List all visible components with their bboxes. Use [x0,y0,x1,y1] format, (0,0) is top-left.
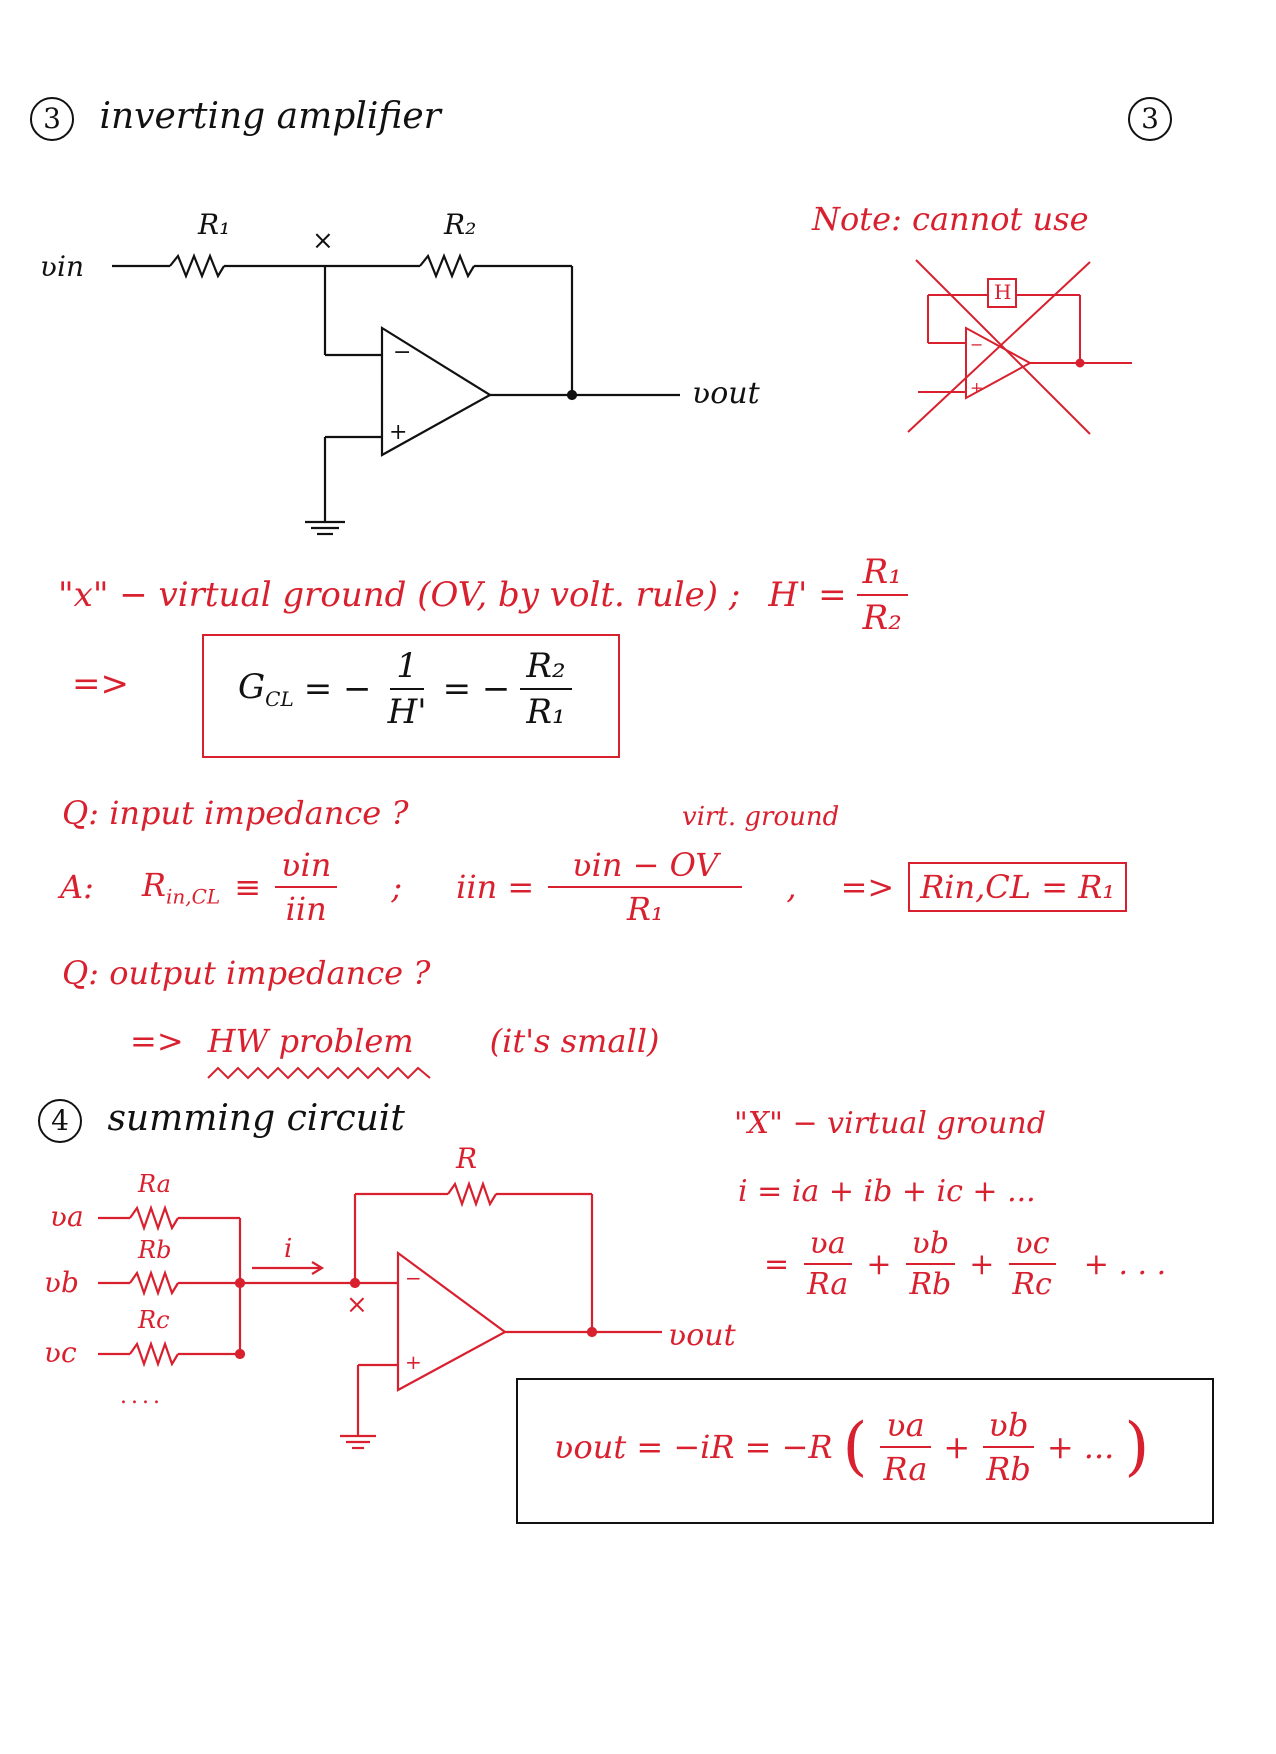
summing-circuit-schematic [98,1180,662,1450]
input-impedance-question: Q: input impedance ? [62,794,409,832]
resistor-r1 [169,253,225,279]
note-text: Note: cannot use [812,200,1089,238]
gain-frac1: 1 H' [387,646,427,732]
section-4-badge: 4 [38,1099,82,1143]
gain-formula: GCL = − 1 H' = − R₂ R₁ [238,646,572,732]
sum-tail: + . . . [1083,1246,1167,1282]
gain-result-box: GCL = − 1 H' = − R₂ R₁ [202,634,620,758]
hw-underline-squiggle [207,1066,431,1080]
h-prime-label: H' = [768,575,847,615]
sum-plus-2: + [969,1246,995,1282]
sum-eq-sign: = [764,1246,790,1282]
label-more-inputs: .... [120,1384,164,1409]
virtual-ground-text: "x" − virtual ground (OV, by volt. rule)… [58,575,741,615]
implies-arrow: => [840,868,895,906]
rin-result-box: Rin,CL = R₁ [908,862,1128,912]
note-schematic-crossed [907,259,1132,435]
gain-symbol: GCL [238,667,294,711]
label-vb: ʋb [44,1266,79,1299]
comma: , [786,868,797,906]
iin-fraction: ʋin − OV R₁ [548,846,743,928]
page-number: 3 [1128,96,1172,141]
sum-plus-1: + [866,1246,892,1282]
h-prime-den: R₂ [862,598,902,638]
label-vin: ʋin [40,250,85,283]
its-small-note: (it's small) [489,1022,660,1060]
virt-ground-annotation: virt. ground [682,802,840,832]
section-3-heading: 3 inverting amplifier [30,96,441,141]
input-impedance-answer: A: Rin,CL ≡ ʋin iin ; iin = ʋin − OV R₁ … [60,846,1128,928]
label-current-i: i [284,1234,293,1264]
section-number-badge: 3 [30,97,74,141]
section-title: inverting amplifier [99,96,441,137]
rin-symbol: Rin,CL [141,865,221,909]
label-r: R [456,1142,478,1175]
separator: ; [391,868,403,906]
gain-eq2: = − [442,669,511,709]
final-tail: + ... [1046,1428,1115,1466]
final-plus: + [943,1428,971,1466]
label-r1: R₁ [198,208,231,241]
rin-fraction: ʋin iin [275,846,338,928]
note-h-label: H [994,280,1012,304]
resistor-rc [129,1340,179,1368]
resistor-r [447,1180,497,1208]
sum-current-eq: i = ia + ib + ic + ... [738,1174,1036,1209]
note-minus: − [970,335,984,354]
op-amp-2 [396,1250,508,1392]
opamp2-minus: − [405,1266,422,1290]
h-prime-num: R₁ [856,552,908,596]
output-impedance-question: Q: output impedance ? [62,954,431,992]
h-box [987,278,1017,308]
gain-eq1: = − [303,669,372,709]
resistor-ra [129,1204,179,1232]
op-amp-note [965,326,1033,400]
paren-open: ( [842,1410,868,1484]
section-4-heading: 4 summing circuit [38,1098,405,1143]
implies-arrow-2: => [130,1022,184,1060]
answer-label: A: [60,868,94,906]
hw-problem: HW problem [207,1022,414,1060]
resistor-r2 [419,253,475,279]
op-amp-1 [380,326,493,457]
inverting-amplifier-schematic [112,253,680,536]
label-rc: Rc [138,1306,170,1334]
label-va: ʋa [50,1200,84,1233]
page-number-badge: 3 [1128,97,1172,141]
opamp2-plus: + [405,1350,422,1374]
label-vout-2: ʋout [668,1318,736,1353]
note-plus: + [970,378,984,397]
label-node-x-2: × [346,1290,368,1320]
section-4-title: summing circuit [107,1098,405,1139]
label-node-x: × [312,226,334,256]
resistor-rb [129,1269,179,1297]
opamp1-minus: − [393,340,412,365]
label-rb: Rb [138,1236,172,1264]
label-vout: ʋout [692,376,760,411]
iin-label: iin = [456,868,535,906]
label-ra: Ra [138,1170,171,1198]
label-vc: ʋc [44,1336,77,1369]
opamp1-plus: + [389,420,408,445]
paren-close: ) [1124,1410,1150,1484]
virtual-ground-line: "x" − virtual ground (OV, by volt. rule)… [58,552,908,638]
gain-arrow: => [72,664,129,704]
h-prime-fraction: R₁ R₂ [856,552,908,638]
gain-frac2: R₂ R₁ [520,646,572,732]
label-r2: R₂ [444,208,477,241]
sum-virtual-ground: "X" − virtual ground [734,1106,1046,1141]
output-impedance-answer: => HW problem (it's small) [130,1022,659,1060]
equiv-sign: ≡ [234,868,262,906]
vout-lhs: ʋout = −iR = −R [554,1428,833,1466]
